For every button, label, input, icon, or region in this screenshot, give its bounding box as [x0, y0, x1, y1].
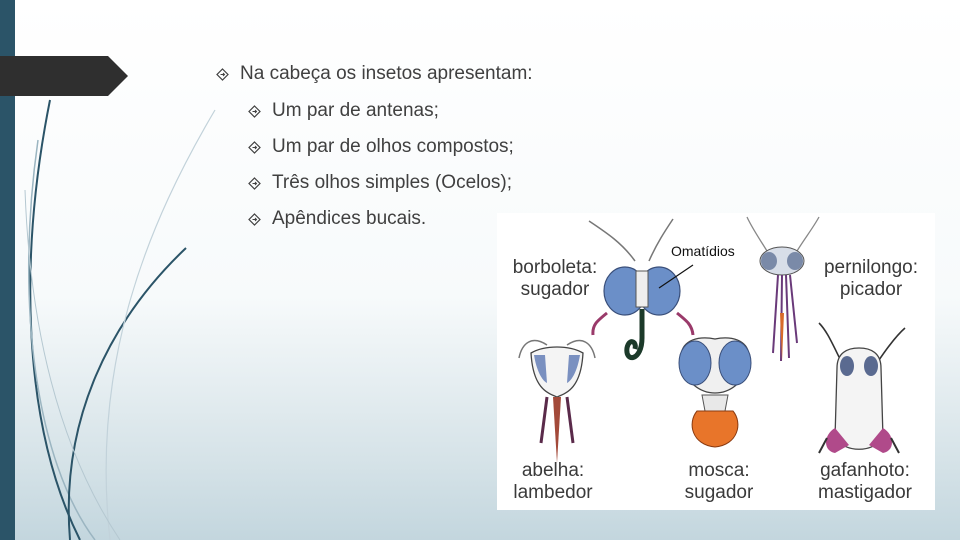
mouthpart-type: picador: [839, 279, 903, 300]
bullet-text: Três olhos simples (Ocelos);: [272, 172, 513, 193]
bullet-list: Na cabeça os insetos apresentam: Um par …: [214, 58, 533, 236]
label-abelha: abelha: lambedor: [503, 460, 603, 504]
butterfly-head: [588, 218, 695, 360]
mouthpart-type: sugador: [520, 279, 590, 300]
callout-line: [658, 264, 694, 289]
bullet-text: Na cabeça os insetos apresentam:: [240, 63, 533, 84]
bullet-item: Um par de olhos compostos;: [246, 132, 533, 168]
diamond-arrow-icon: [216, 68, 229, 81]
mouthpart-type: lambedor: [513, 482, 593, 503]
grasshopper-head: [818, 322, 906, 454]
bullet-text: Apêndices bucais.: [272, 208, 427, 229]
bullet-item: Na cabeça os insetos apresentam:: [214, 58, 533, 96]
insect-name: borboleta:: [512, 257, 598, 278]
label-borboleta: borboleta: sugador: [505, 257, 605, 301]
diamond-arrow-icon: [248, 141, 261, 154]
diamond-arrow-icon: [248, 177, 261, 190]
label-gafanhoto: gafanhoto: mastigador: [805, 460, 925, 504]
insect-name: gafanhoto:: [820, 460, 910, 481]
bullet-item: Um par de antenas;: [246, 96, 533, 132]
left-accent-bar: [0, 0, 15, 540]
label-pernilongo: pernilongo: picador: [811, 257, 931, 301]
insect-heads-illustration: [518, 216, 906, 463]
mosquito-head: [746, 216, 820, 362]
mouthpart-type: mastigador: [818, 482, 912, 503]
bullet-text: Um par de olhos compostos;: [272, 136, 514, 157]
bullet-text: Um par de antenas;: [272, 100, 439, 121]
insect-name: abelha:: [521, 460, 585, 481]
insect-name: mosca:: [688, 460, 750, 481]
bullet-item: Três olhos simples (Ocelos);: [246, 168, 533, 204]
diamond-arrow-icon: [248, 213, 261, 226]
label-mosca: mosca: sugador: [669, 460, 769, 504]
diamond-arrow-icon: [248, 105, 261, 118]
decorative-curves: [24, 99, 216, 540]
bullet-item: Apêndices bucais.: [246, 204, 533, 236]
insect-mouthparts-figure: Omatídios borboleta: sugador pernilongo:…: [497, 213, 935, 510]
bee-head: [518, 339, 596, 463]
title-arrow-tab: [0, 56, 128, 96]
mouthpart-type: sugador: [684, 482, 754, 503]
fly-head: [678, 337, 752, 448]
insect-name: pernilongo:: [823, 257, 919, 278]
ommatidia-callout-label: Omatídios: [671, 243, 735, 259]
